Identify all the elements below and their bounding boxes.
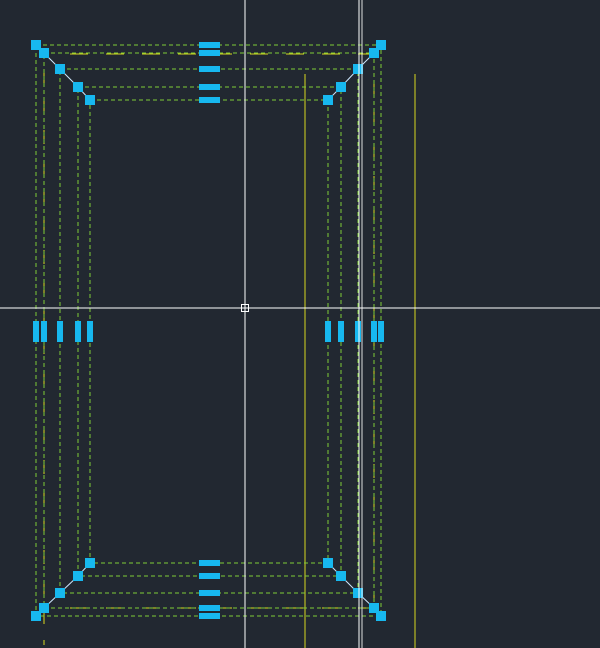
midpoint-grip-icon[interactable] bbox=[199, 42, 220, 48]
midpoint-grip-icon[interactable] bbox=[199, 50, 220, 56]
midpoint-grip-icon[interactable] bbox=[75, 321, 81, 342]
vertex-grip-icon[interactable] bbox=[73, 82, 83, 92]
grips-layer[interactable] bbox=[31, 40, 386, 621]
vertex-grip-icon[interactable] bbox=[31, 40, 41, 50]
midpoint-grip-icon[interactable] bbox=[87, 321, 93, 342]
midpoint-grip-icon[interactable] bbox=[199, 590, 220, 596]
midpoint-grip-icon[interactable] bbox=[33, 321, 39, 342]
midpoint-grip-icon[interactable] bbox=[199, 605, 220, 611]
midpoint-grip-icon[interactable] bbox=[41, 321, 47, 342]
midpoint-grip-icon[interactable] bbox=[199, 84, 220, 90]
midpoint-grip-icon[interactable] bbox=[371, 321, 377, 342]
vertex-grip-icon[interactable] bbox=[73, 571, 83, 581]
midpoint-grip-icon[interactable] bbox=[355, 321, 361, 342]
vertex-grip-icon[interactable] bbox=[85, 558, 95, 568]
vertex-grip-icon[interactable] bbox=[85, 95, 95, 105]
midpoint-grip-icon[interactable] bbox=[199, 613, 220, 619]
vertex-grip-icon[interactable] bbox=[336, 82, 346, 92]
vertex-grip-icon[interactable] bbox=[369, 48, 379, 58]
midpoint-grip-icon[interactable] bbox=[199, 66, 220, 72]
midpoint-grip-icon[interactable] bbox=[199, 560, 220, 566]
vertex-grip-icon[interactable] bbox=[376, 611, 386, 621]
vertex-grip-icon[interactable] bbox=[39, 603, 49, 613]
midpoint-grip-icon[interactable] bbox=[325, 321, 331, 342]
vertex-grip-icon[interactable] bbox=[369, 603, 379, 613]
vertex-grip-icon[interactable] bbox=[55, 64, 65, 74]
vertex-grip-icon[interactable] bbox=[323, 558, 333, 568]
vertex-grip-icon[interactable] bbox=[376, 40, 386, 50]
vertex-grip-icon[interactable] bbox=[31, 611, 41, 621]
vertex-grip-icon[interactable] bbox=[353, 64, 363, 74]
midpoint-grip-icon[interactable] bbox=[57, 321, 63, 342]
vertex-grip-icon[interactable] bbox=[336, 571, 346, 581]
pickbox-icon bbox=[241, 304, 249, 312]
midpoint-grip-icon[interactable] bbox=[378, 321, 384, 342]
vertex-grip-icon[interactable] bbox=[353, 588, 363, 598]
vertex-grip-icon[interactable] bbox=[55, 588, 65, 598]
midpoint-grip-icon[interactable] bbox=[199, 573, 220, 579]
midpoint-grip-icon[interactable] bbox=[199, 97, 220, 103]
vertex-grip-icon[interactable] bbox=[323, 95, 333, 105]
vertex-grip-icon[interactable] bbox=[39, 48, 49, 58]
midpoint-grip-icon[interactable] bbox=[338, 321, 344, 342]
